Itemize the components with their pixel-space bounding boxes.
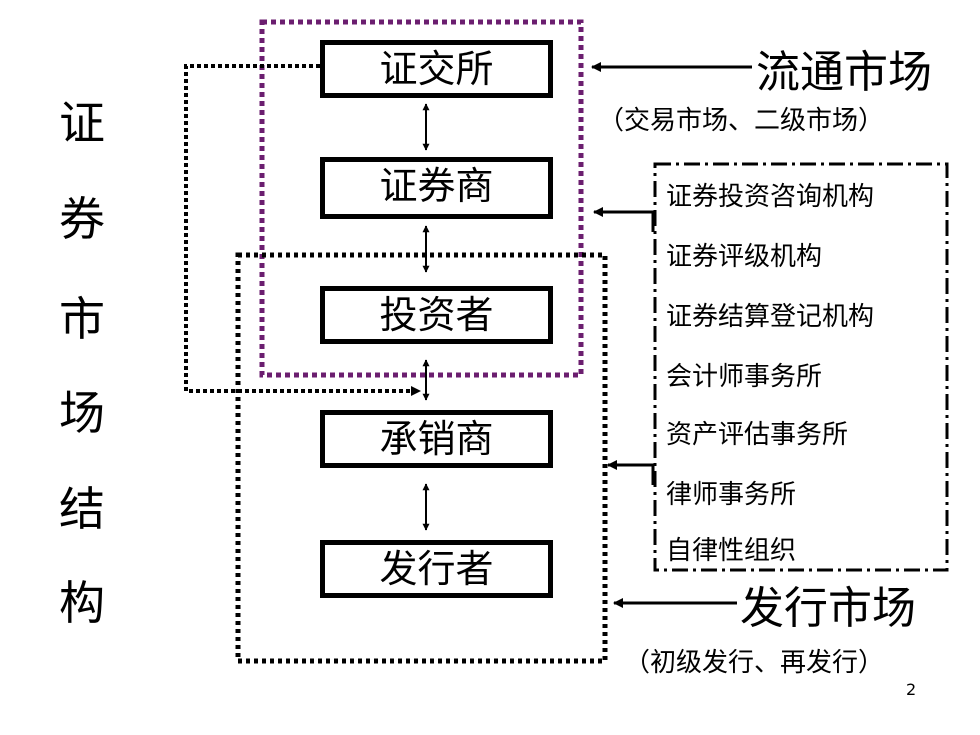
service-item: 自律性组织 <box>666 536 797 566</box>
service-item: 证券评级机构 <box>666 242 823 272</box>
circulation-market-subtitle: （交易市场、二级市场） <box>598 106 885 136</box>
circulation-market-border <box>259 19 584 378</box>
vertical-title-char: 证 <box>59 96 105 150</box>
service-item: 会计师事务所 <box>666 362 823 392</box>
issuance-market-subtitle: （初级发行、再发行） <box>624 648 885 678</box>
vertical-title-char: 市 <box>59 292 105 346</box>
services-to-issuance-arrow <box>607 460 655 485</box>
service-institutions-border <box>653 162 949 572</box>
service-item: 证券结算登记机构 <box>666 302 875 332</box>
services-to-circulation-arrow <box>593 207 655 232</box>
box-issuer: 发行者 <box>320 540 553 598</box>
service-item: 资产评估事务所 <box>666 420 849 450</box>
vertical-title-char: 结 <box>59 482 105 536</box>
box-stock-exchange: 证交所 <box>320 40 553 98</box>
vertical-title-char: 场 <box>59 386 105 440</box>
vertical-title-char: 构 <box>59 576 105 630</box>
vertical-title-char: 券 <box>59 192 105 246</box>
box-investor: 投资者 <box>320 286 553 344</box>
box-underwriter: 承销商 <box>320 410 553 468</box>
exchange-to-underwriter-connector <box>184 64 421 396</box>
issuance-market-border <box>235 252 608 664</box>
page-number: 2 <box>906 680 917 699</box>
service-item: 律师事务所 <box>666 480 797 510</box>
box-broker: 证券商 <box>320 157 553 219</box>
service-item: 证券投资咨询机构 <box>666 182 875 212</box>
circulation-market-title: 流通市场 <box>756 47 932 98</box>
issuance-market-title: 发行市场 <box>740 583 916 634</box>
